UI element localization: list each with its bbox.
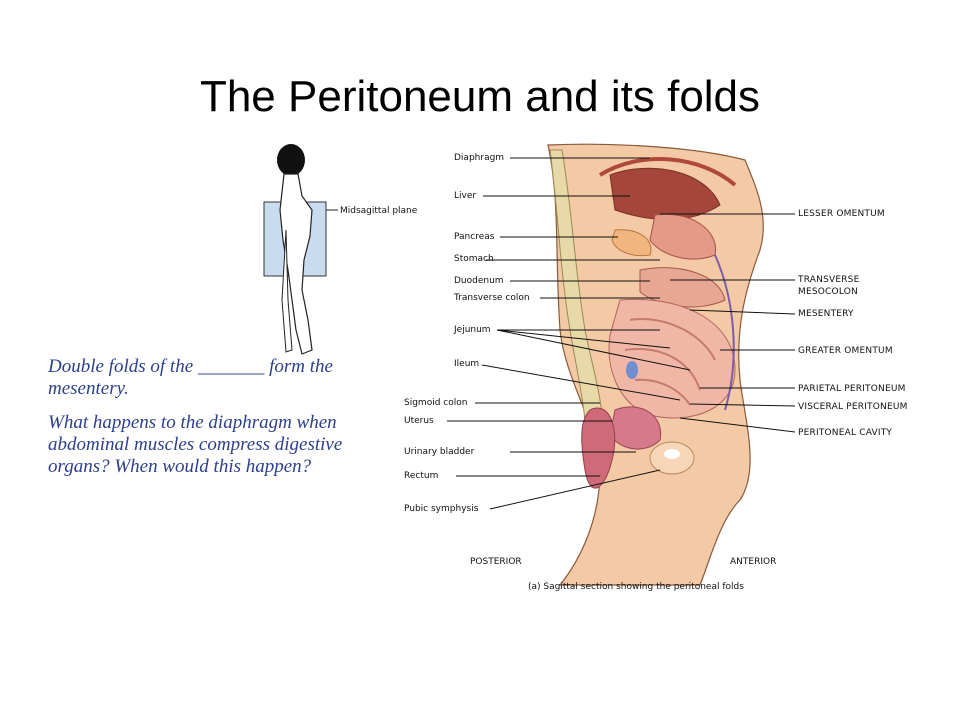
label-ileum: Ileum — [454, 359, 480, 369]
label-peritoneal-cavity: PERITONEAL CAVITY — [798, 428, 893, 438]
label-posterior: POSTERIOR — [470, 557, 522, 567]
label-rectum: Rectum — [404, 471, 439, 481]
label-pubic-symphysis: Pubic symphysis — [404, 504, 479, 514]
label-mesentery: MESENTERY — [798, 309, 854, 319]
label-stomach: Stomach — [454, 254, 494, 264]
label-anterior: ANTERIOR — [730, 557, 777, 567]
sagittal-section — [547, 143, 764, 586]
note-diaphragm-question: What happens to the diaphragm when abdom… — [48, 412, 343, 477]
inset-body-figure — [263, 144, 338, 355]
slide-title: The Peritoneum and its folds — [199, 72, 761, 121]
label-transverse: TRANSVERSE — [798, 275, 860, 285]
label-pancreas: Pancreas — [454, 232, 495, 242]
label-diaphragm: Diaphragm — [454, 153, 505, 163]
label-transverse-colon: Transverse colon — [454, 293, 530, 303]
label-uterus: Uterus — [404, 416, 434, 426]
label-urinary-bladder: Urinary bladder — [404, 447, 475, 457]
label-sigmoid-colon: Sigmoid colon — [404, 398, 468, 408]
label-jejunum: Jejunum — [454, 325, 491, 335]
label-mesocolon: MESOCOLON — [798, 287, 858, 297]
label-duodenum: Duodenum — [454, 276, 504, 286]
left-leader-lines — [447, 157, 691, 510]
label-greater-omentum: GREATER OMENTUM — [798, 346, 893, 356]
notes-text-box: Double folds of the _______ form the mes… — [48, 356, 358, 490]
figure-caption: (a) Sagittal section showing the periton… — [528, 582, 744, 592]
note-mesentery-question: Double folds of the _______ form the mes… — [48, 356, 333, 399]
right-leader-lines — [660, 213, 796, 433]
label-liver: Liver — [454, 191, 477, 201]
label-midsagittal-plane: Midsagittal plane — [340, 206, 418, 216]
label-visceral-peritoneum: VISCERAL PERITONEUM — [798, 402, 908, 412]
label-parietal-peritoneum: PARIETAL PERITONEUM — [798, 384, 906, 394]
label-lesser-omentum: LESSER OMENTUM — [798, 209, 885, 219]
